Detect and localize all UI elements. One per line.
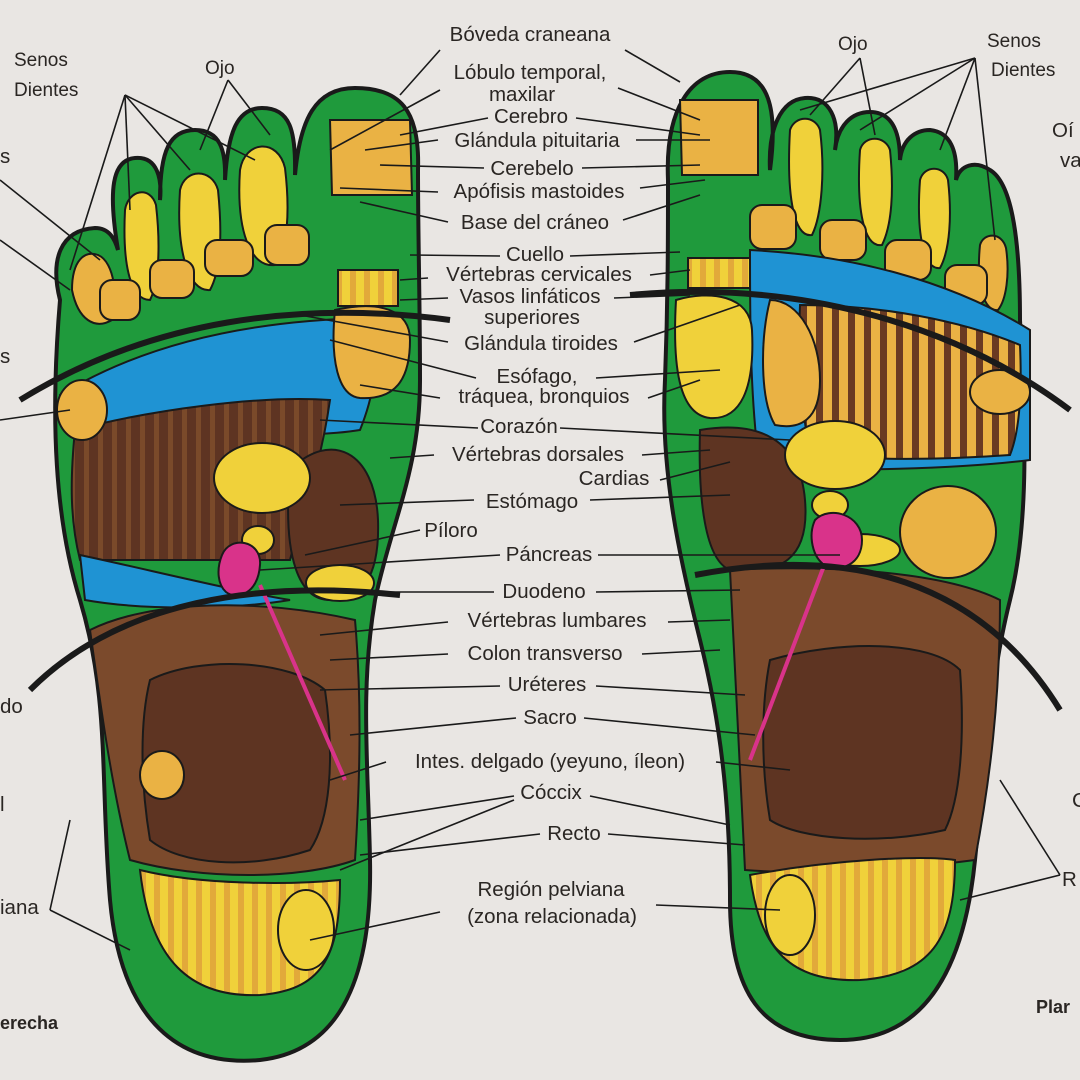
label-superiores: superiores xyxy=(484,306,580,329)
label-ureteres: Uréteres xyxy=(507,673,587,696)
label-right-senos: Senos xyxy=(987,31,1041,52)
label-left-s-top: s xyxy=(0,145,11,168)
label-boveda-craneana: Bóveda craneana xyxy=(449,23,611,46)
label-left-l: l xyxy=(0,793,5,816)
label-piloro: Píloro xyxy=(424,519,478,542)
label-base-craneo: Base del cráneo xyxy=(460,211,610,234)
label-pancreas: Páncreas xyxy=(505,543,593,566)
label-vertebras-lumbares: Vértebras lumbares xyxy=(467,609,647,632)
label-colon-transverso: Colon transverso xyxy=(467,642,623,665)
label-left-dientes: Dientes xyxy=(14,80,79,101)
label-corazon: Corazón xyxy=(480,415,558,438)
leader-lines xyxy=(0,49,1061,951)
label-region-pelviana: Región pelviana xyxy=(477,878,625,901)
label-cerebro: Cerebro xyxy=(493,105,569,128)
label-right-va: va xyxy=(1060,149,1080,172)
label-left-caption: erecha xyxy=(0,1013,59,1033)
label-lobulo-temporal: Lóbulo temporal, xyxy=(453,61,607,84)
label-right-r: R xyxy=(1062,868,1077,891)
label-left-iana: iana xyxy=(0,896,39,919)
label-glandula-pituitaria: Glándula pituitaria xyxy=(454,129,620,152)
label-apofisis-mastoides: Apófisis mastoides xyxy=(453,180,625,203)
left-foot xyxy=(18,85,451,1063)
left-toes xyxy=(70,119,414,325)
label-estomago: Estómago xyxy=(485,490,579,513)
label-recto: Recto xyxy=(547,822,601,845)
label-traquea-bronquios: tráquea, bronquios xyxy=(458,385,630,408)
label-cuello: Cuello xyxy=(505,243,565,266)
label-sacro: Sacro xyxy=(523,706,577,729)
label-left-ojo: Ojo xyxy=(205,58,235,79)
label-vertebras-cervicales: Vértebras cervicales xyxy=(446,263,632,286)
label-intestino-delgado: Intes. delgado (yeyuno, íleon) xyxy=(414,750,686,773)
label-glandula-tiroides: Glándula tiroides xyxy=(464,332,618,355)
label-left-do: do xyxy=(0,695,23,718)
label-cardias: Cardias xyxy=(578,467,650,490)
label-left-senos: Senos xyxy=(14,50,68,71)
label-right-dientes: Dientes xyxy=(991,60,1056,81)
label-duodeno: Duodeno xyxy=(502,580,586,603)
label-right-c: C xyxy=(1072,789,1080,812)
label-left-s-mid: s xyxy=(0,345,11,368)
label-right-caption: Plar xyxy=(1036,997,1071,1017)
label-right-ojo: Ojo xyxy=(838,34,868,55)
label-maxilar: maxilar xyxy=(488,83,556,106)
label-zona-relacionada: (zona relacionada) xyxy=(467,905,637,928)
label-esofago: Esófago, xyxy=(496,365,578,388)
label-vasos-linfaticos: Vasos linfáticos xyxy=(459,285,601,308)
label-coccix: Cóccix xyxy=(520,781,582,804)
label-vertebras-dorsales: Vértebras dorsales xyxy=(451,443,625,466)
right-foot xyxy=(629,69,1072,1043)
label-cerebelo: Cerebelo xyxy=(490,157,574,180)
label-right-oi: Oí xyxy=(1052,119,1074,142)
